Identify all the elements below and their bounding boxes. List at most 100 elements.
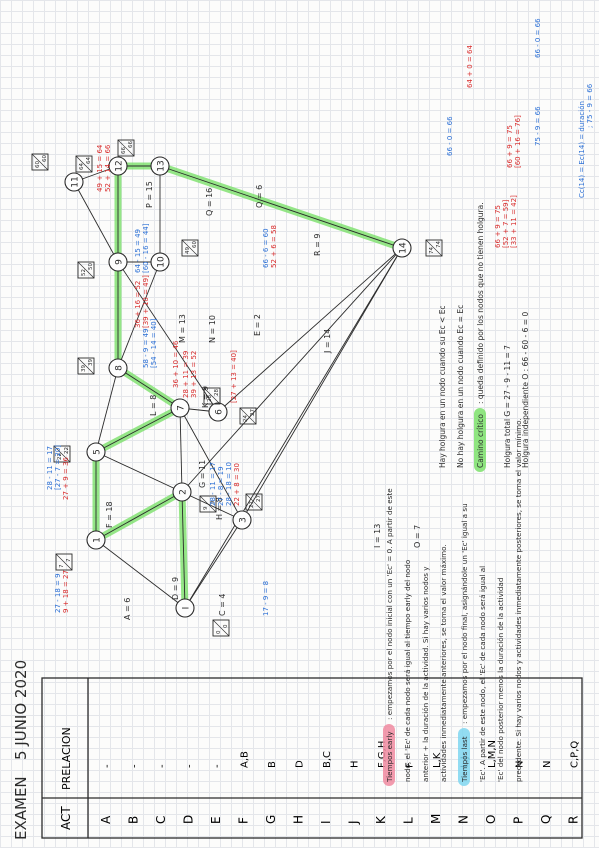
act-label-c: C = 4 (218, 594, 227, 616)
node-label: 1 (93, 537, 103, 543)
table-cell-precedence: - (185, 764, 196, 768)
holgura-note-2: No hay holgura en un nodo cuando Ec = Ec (456, 305, 465, 468)
node-label: 12 (115, 160, 125, 171)
table-header-prec: PRELACION (60, 727, 73, 790)
node-2: 2 (172, 482, 192, 502)
time-box-early: 28 (207, 395, 213, 402)
node-14: 14 (392, 238, 412, 258)
last-text-1: : empezamos por el nodo final, asignándo… (460, 503, 469, 724)
time-box-early: 27 (249, 501, 255, 508)
table-cell-precedence: A,B (240, 751, 251, 768)
table-cell-precedence: H (350, 760, 361, 768)
early-text-1: : empezamos por el nodo inicial con un '… (385, 488, 394, 720)
table-cell-activity: C (154, 816, 168, 824)
activity-arrow (95, 491, 183, 541)
early-text-2: nodo, el 'Ec' de cada nodo será igual al… (403, 560, 412, 782)
act-label-q2: Q = 6 (255, 185, 264, 208)
activity-labels: A = 6 C = 4 D = 9 F = 18 G = 11 H = 8 L … (105, 181, 422, 620)
table-cell-precedence: D (295, 760, 306, 768)
time-box-last: 22 (64, 447, 70, 454)
node-I: I (175, 598, 195, 618)
precedence-table: ACT PRELACION A-B-C-D-E-FA,BGBHDIB,CJHKF… (41, 677, 583, 839)
table-cell-precedence: - (102, 764, 113, 768)
table-cell-precedence: B (267, 761, 278, 768)
act-label-n: N = 10 (208, 315, 217, 343)
act-label-a: A = 6 (123, 598, 132, 620)
time-box-early: 49 (185, 247, 191, 254)
time-box-last: 27 (256, 495, 262, 502)
red-calc: [33 + 11 = 42] (510, 195, 518, 248)
table-cell-activity: R (567, 816, 581, 824)
activity-arrow (117, 261, 219, 413)
node-8: 8 (108, 358, 128, 378)
node-label: 8 (115, 365, 125, 371)
red-calc: 52 + 6 = 58 (270, 225, 278, 268)
node-label: 3 (239, 517, 249, 523)
activity-arrow (184, 519, 243, 609)
activity-arrow (241, 247, 403, 521)
node-11: 11 (64, 172, 84, 192)
table-cell-activity: E (209, 816, 223, 824)
time-box-early: 22 (57, 453, 63, 460)
red-calc: [60 + 16 = 76] (514, 115, 522, 168)
table-cell-precedence: - (212, 764, 223, 768)
red-calc: [52 + 7 = 59] (502, 199, 510, 248)
blue-calc: 64 - 15 = 49 (134, 229, 142, 273)
red-calc: 36 + 10 = 46 (172, 340, 180, 388)
time-box-last: 0 (223, 624, 229, 628)
critical-label: Camino crítico (476, 414, 485, 468)
time-box-last: 39 (88, 359, 94, 366)
blue-calc: 58 - 9 = 49 (142, 328, 150, 368)
time-box-last: 66 (128, 141, 134, 148)
time-box-last: 28 (214, 389, 220, 396)
node-9: 9 (108, 252, 128, 272)
table-cell-precedence: - (130, 764, 141, 768)
node-13: 13 (150, 156, 170, 176)
activity-arrow (181, 247, 403, 493)
holgura-independiente: Holgura independiente O : 66 - 60 - 6 = … (521, 312, 530, 468)
table-cell-activity: P (512, 817, 526, 824)
red-calc: 28 + 11 = 39 (182, 351, 190, 398)
time-box-last: 60 (42, 155, 48, 162)
time-box-last: 9 (210, 500, 216, 504)
time-box-last: 50 (88, 263, 94, 270)
time-box-early: 60 (35, 161, 41, 168)
earliest-time-calcs: 9 + 18 = 27 27 + 9 = 36 22 + 8 = 30 28 +… (62, 45, 522, 613)
table-cell-precedence: C,P,Q (570, 741, 581, 768)
table-cell-activity: F (237, 817, 251, 824)
time-box: 00 (212, 619, 230, 637)
table-cell-activity: Q (539, 815, 553, 824)
red-calc: 27 + 9 = 36 (62, 457, 70, 500)
table-cell-precedence: B,C (322, 751, 333, 768)
table-cell-activity: O (484, 815, 498, 824)
act-label-r: R = 9 (313, 234, 322, 256)
node-7: 7 (170, 398, 190, 418)
last-title: Tiempos last (460, 736, 469, 783)
duration-note: Cc(14) = Ec(14) = duración (578, 101, 586, 198)
time-box-last: 27 (250, 409, 256, 416)
act-label-p: P = 15 (145, 181, 154, 208)
table-cell-precedence: F (405, 762, 416, 768)
act-label-e: E = 2 (253, 314, 262, 336)
node-label: 2 (179, 489, 189, 495)
act-label-m: M = 13 (178, 314, 187, 343)
critical-text: : queda definido por los nodos que no ti… (476, 202, 485, 404)
blue-calc: [27 - 7 = 20] (54, 445, 62, 490)
last-text-3: 'Ec' del nodo posterior menos la duració… (496, 578, 505, 782)
time-box-early: 24 (243, 415, 249, 422)
last-text-2: 'Ec'. A partir de este nodo, el 'Ec' de … (478, 566, 487, 782)
node-label: 13 (157, 160, 167, 171)
node-label: 9 (115, 259, 125, 265)
time-box-early: 39 (81, 365, 87, 372)
red-calc: 49 + 15 = 64 (96, 144, 104, 192)
activity-arrow (184, 247, 403, 609)
blue-calc: 66 - 0 = 66 (446, 116, 454, 156)
table-cell-precedence: - (157, 764, 168, 768)
